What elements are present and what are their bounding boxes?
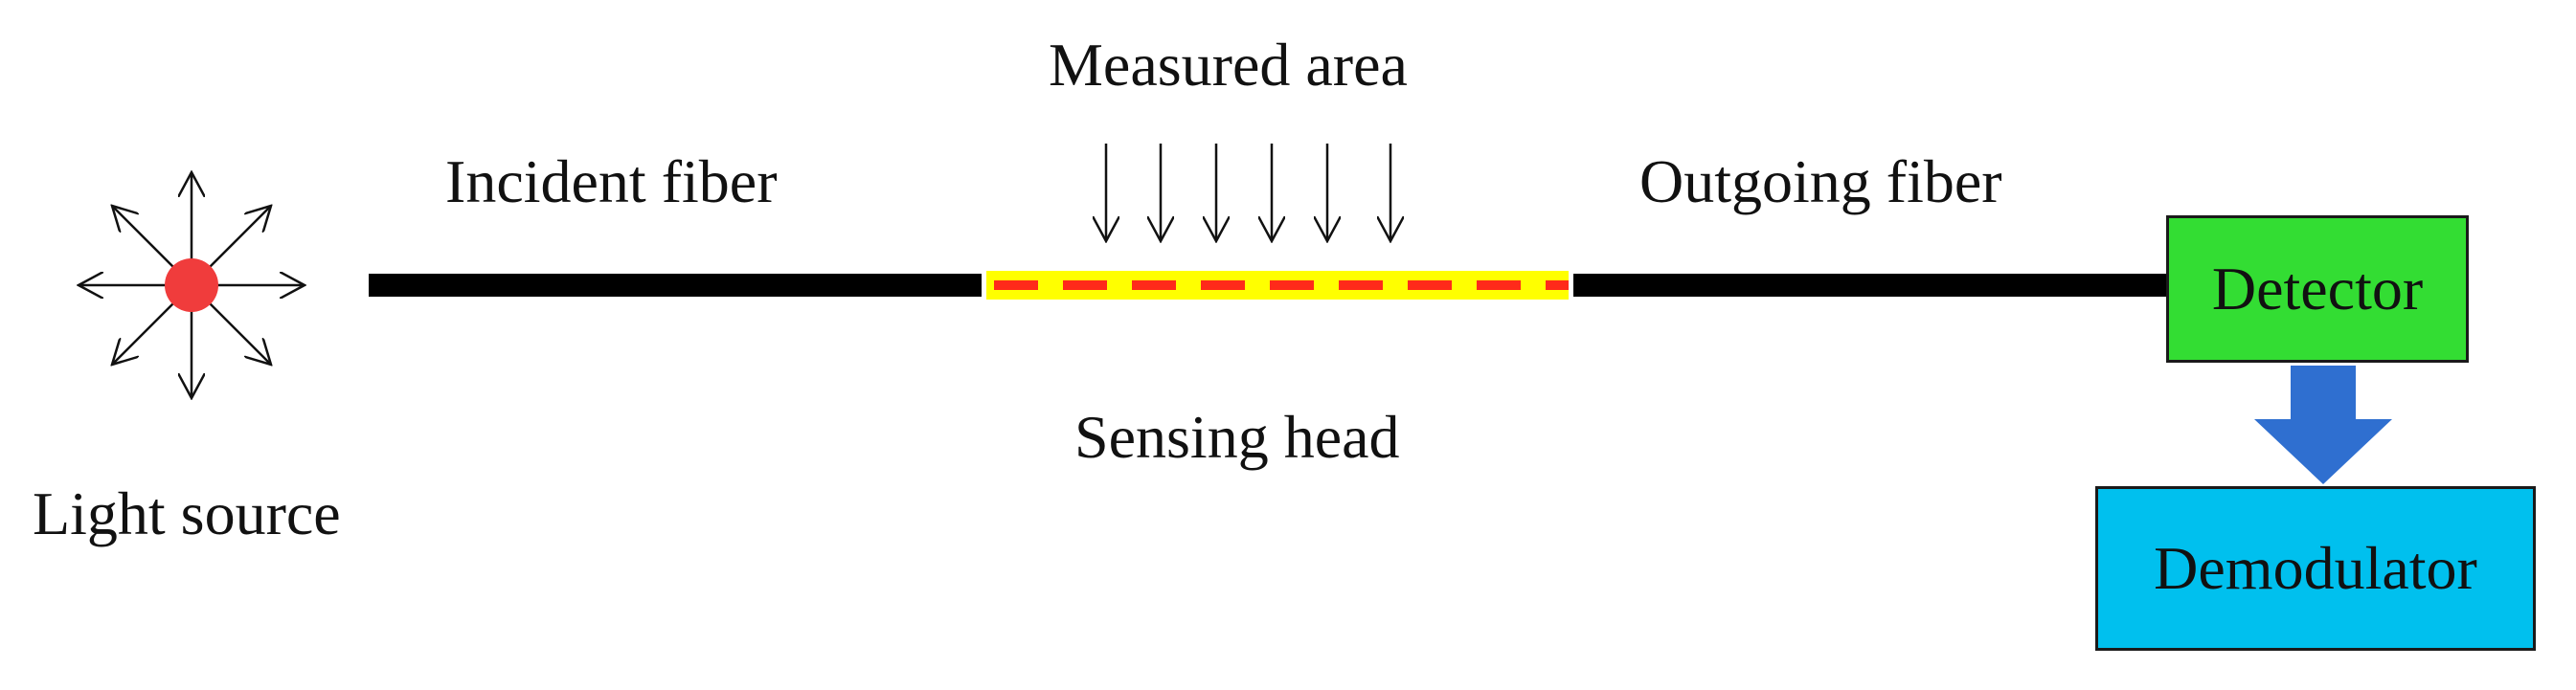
outgoing-fiber-label: Outgoing fiber (1639, 147, 2002, 215)
light-source-label: Light source (33, 479, 341, 547)
incident-fiber (369, 274, 982, 297)
demodulator-label: Demodulator (2154, 534, 2477, 602)
block-arrow-down-icon (2254, 366, 2392, 484)
light-source-dot (165, 258, 218, 312)
measured-area-label: Measured area (1049, 31, 1408, 99)
incident-fiber-label: Incident fiber (445, 147, 778, 215)
measured-area-arrows (1106, 144, 1390, 241)
demodulator-box: Demodulator (2095, 486, 2536, 651)
sensing-head (986, 271, 1569, 300)
detector-label: Detector (2211, 255, 2424, 323)
outgoing-fiber (1573, 274, 2169, 297)
sensing-head-label: Sensing head (1074, 403, 1400, 471)
detector-box: Detector (2166, 215, 2469, 363)
